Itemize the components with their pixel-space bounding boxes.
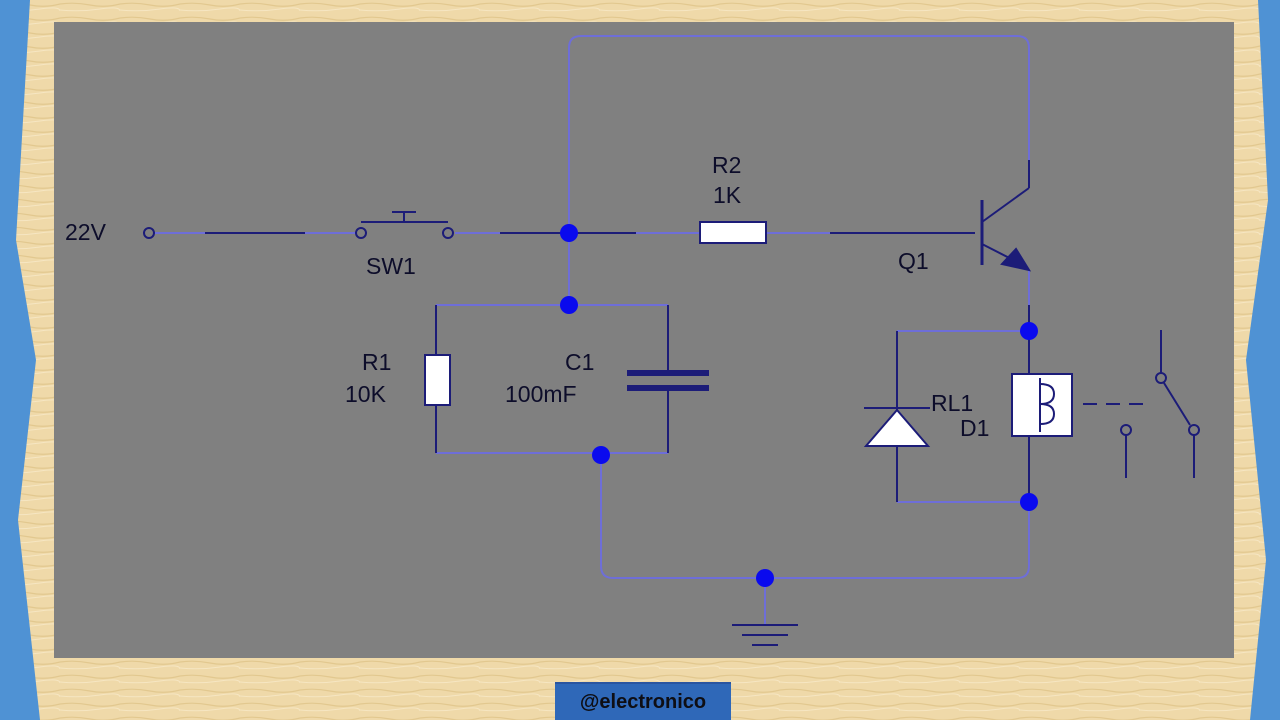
label-d1: D1 xyxy=(960,415,989,441)
node-sw1-r2 xyxy=(560,224,578,242)
label-sw1: SW1 xyxy=(366,253,416,279)
node-rc-bottom xyxy=(592,446,610,464)
node-emitter xyxy=(1020,322,1038,340)
watermark-text: @electronico xyxy=(579,691,707,713)
label-rl1: RL1 xyxy=(931,390,973,416)
label-r2-value: 1K xyxy=(713,182,742,208)
watermark-badge: @electronico xyxy=(555,682,731,720)
label-r2-name: R2 xyxy=(712,152,741,178)
resistor-r2 xyxy=(699,221,767,244)
transistor-q1 xyxy=(980,160,1032,272)
diode-d1 xyxy=(863,407,931,447)
node-rc-top xyxy=(560,296,578,314)
schematic-canvas: 22V SW1 R2 1K Q1 R1 10K C1 100mF RL1 D1 xyxy=(54,22,1234,658)
capacitor-c1 xyxy=(627,370,709,391)
circuit-schematic: 22V SW1 R2 1K Q1 R1 10K C1 100mF RL1 D1 xyxy=(65,35,1200,646)
label-22v: 22V xyxy=(65,219,107,245)
right-blue-edge xyxy=(1246,0,1280,720)
label-q1: Q1 xyxy=(898,248,929,274)
label-r1-name: R1 xyxy=(362,349,391,375)
label-c1-name: C1 xyxy=(565,349,594,375)
node-ground xyxy=(756,569,774,587)
switch-sw1 xyxy=(355,211,454,239)
source-terminal xyxy=(143,227,155,239)
label-c1-value: 100mF xyxy=(505,381,577,407)
ground-symbol xyxy=(732,624,798,646)
resistor-r1 xyxy=(424,354,451,406)
relay-contact xyxy=(1083,330,1200,478)
wires xyxy=(155,35,1030,625)
relay-coil-rl1 xyxy=(1011,373,1073,437)
left-blue-edge xyxy=(0,0,40,720)
junction-nodes xyxy=(560,224,1038,587)
component-leads xyxy=(205,232,1030,502)
node-coil-bottom xyxy=(1020,493,1038,511)
label-r1-value: 10K xyxy=(345,381,387,407)
